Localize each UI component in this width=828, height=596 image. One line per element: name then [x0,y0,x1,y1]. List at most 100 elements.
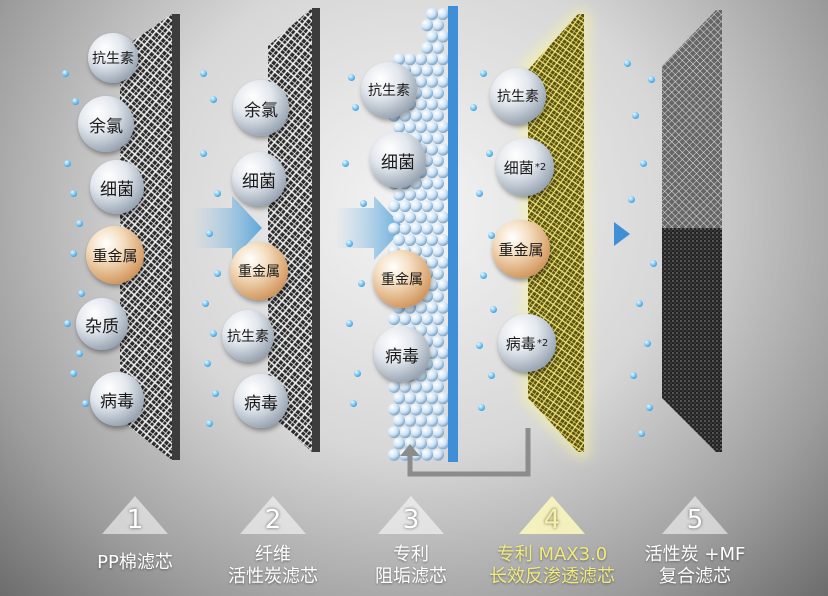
water-drop [476,342,483,349]
membrane-bubble [426,75,438,88]
membrane-bubble [393,121,405,133]
membrane-bubble [421,403,433,416]
water-drop [358,280,365,287]
water-drop [632,112,639,119]
membrane-bubble [432,313,444,326]
water-drop [650,260,657,267]
water-drop [70,250,77,257]
stage-3-number: 3 [402,505,420,535]
stage-1-number: 1 [126,505,144,535]
membrane-bubble [426,98,438,111]
membrane-bubble [399,426,411,439]
membrane-bubble [388,222,400,235]
membrane-bubble [432,222,444,235]
membrane-bubble [421,200,433,213]
membrane-bubble [432,154,444,167]
membrane-bubble [432,267,444,280]
membrane-bubble [399,380,411,393]
membrane-bubble [421,426,433,439]
flow-arrow-3 [614,222,630,246]
membrane-bubble [404,211,416,224]
membrane-bubble [415,53,427,66]
membrane-bubble [437,279,449,292]
stage-4-marker [519,496,585,534]
membrane-bubble [432,335,444,348]
membrane-bubble [432,19,444,32]
water-drop [64,320,71,327]
membrane-bubble [404,414,416,427]
membrane-bubble [421,448,433,461]
membrane-bubble [404,53,416,66]
water-drop [70,370,77,377]
membrane-bubble [393,414,405,427]
water-drop [648,76,655,83]
membrane-bubble [393,188,405,201]
membrane-bubble [432,245,444,258]
membrane-bubble [426,392,438,405]
membrane-bubble [437,98,449,111]
membrane-bubble [415,98,427,111]
membrane-bubble [404,234,416,246]
filter-3-membrane [448,6,458,462]
membrane-bubble [437,324,449,337]
particle-bacteria-1: 细菌 [90,160,144,214]
water-drop [646,404,653,411]
membrane-bubble [426,324,438,337]
membrane-bubble [437,256,449,269]
particle-virus-3: 病毒 [374,326,430,382]
membrane-bubble [415,211,427,224]
water-drop [82,400,89,407]
membrane-bubble [426,256,438,269]
membrane-bubble [421,245,433,258]
water-drop [490,306,497,313]
water-drop [350,400,357,407]
membrane-bubble [410,403,422,416]
membrane-bubble [432,64,444,77]
membrane-bubble [437,53,449,66]
membrane-bubble [410,313,422,326]
membrane-bubble [421,87,433,100]
membrane-bubble [421,19,433,32]
return-pipe [407,428,531,477]
water-drop [342,160,349,167]
water-drop [210,330,217,337]
membrane-bubble [437,121,449,133]
membrane-bubble [393,437,405,450]
membrane-bubble [437,211,449,224]
water-drop [204,360,211,367]
particle-chlorine-2: 余氯 [233,80,289,136]
water-drop [202,300,209,307]
membrane-bubble [388,380,400,393]
membrane-bubble [432,132,444,145]
membrane-bubble [388,448,400,461]
membrane-bubble [437,437,449,450]
membrane-bubble [410,109,422,122]
membrane-bubble [410,426,422,439]
water-drop [644,340,651,347]
stage-1-marker [102,496,168,534]
water-drop [360,200,367,207]
membrane-bubble [393,211,405,224]
particle-heavy-metal-4: 重金属 [492,220,550,278]
water-drop [628,196,635,203]
membrane-bubble [437,188,449,201]
membrane-bubble [437,347,449,359]
membrane-bubble [415,188,427,201]
particle-bacteria-4: 细菌*2 [496,138,554,196]
membrane-bubble [421,64,433,77]
membrane-bubble [399,222,411,235]
membrane-bubble [432,358,444,371]
membrane-bubble [388,403,400,416]
membrane-bubble [432,109,444,122]
membrane-bubble [415,234,427,246]
membrane-bubble [388,426,400,439]
membrane-bubble [421,177,433,190]
particle-bacteria-3: 细菌 [370,132,426,188]
water-drop [480,70,487,77]
membrane-bubble [437,234,449,246]
membrane-bubble [426,437,438,450]
membrane-bubble [421,222,433,235]
particle-antibiotic-4: 抗生素 [490,68,546,124]
water-drop [352,104,359,111]
